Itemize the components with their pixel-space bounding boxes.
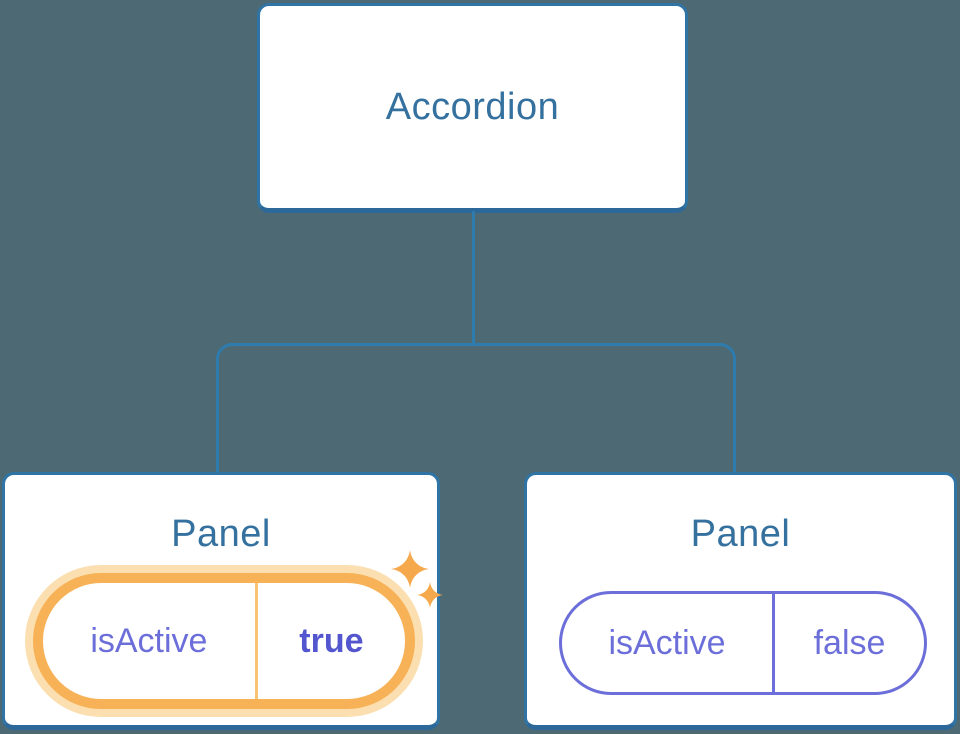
panel-node-label: Panel xyxy=(171,513,271,555)
sparkle-icon xyxy=(391,550,429,588)
state-value: false xyxy=(813,623,886,662)
sparkle-icon xyxy=(417,582,443,608)
panel-node-label: Panel xyxy=(690,513,791,555)
accordion-node: Accordion xyxy=(257,3,688,213)
connector-stem-line xyxy=(472,211,475,346)
state-name: isActive xyxy=(43,583,258,699)
state-pill-inactive: isActive false xyxy=(559,591,927,695)
panel-node-active: Panel isActive true xyxy=(2,472,443,730)
state-pill-active: isActive true xyxy=(33,573,415,709)
state-value: true xyxy=(299,621,364,660)
accordion-node-label: Accordion xyxy=(385,85,560,128)
panel-node-inactive: Panel isActive false xyxy=(524,472,957,730)
state-name: isActive xyxy=(562,594,776,692)
connector-branch-lines xyxy=(216,343,736,473)
